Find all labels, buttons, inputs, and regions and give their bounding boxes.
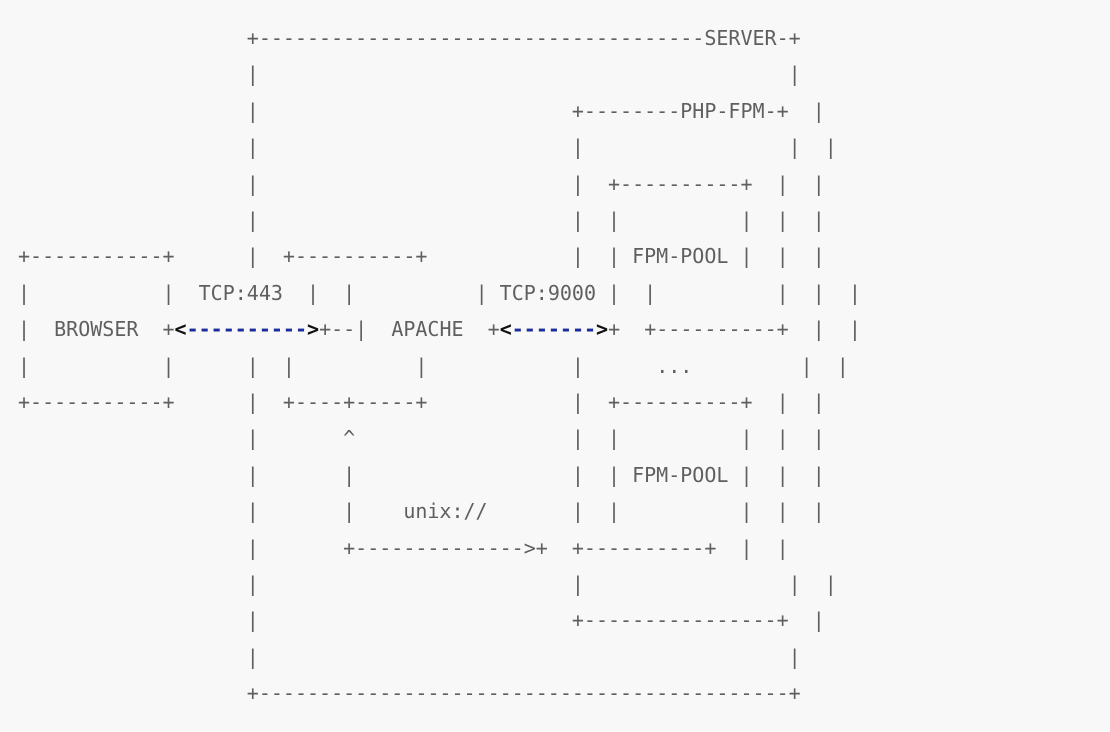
server-label: SERVER	[704, 26, 777, 50]
browser-box-bottom: +-----------+ | +----+-----+ | +--------…	[18, 390, 825, 414]
ellipsis-label: ...	[656, 353, 693, 378]
apache-label: APACHE	[391, 317, 464, 342]
php-fpm-box-top: | +--------PHP-FPM-+ |	[18, 98, 825, 123]
arrow-left-head-icon: <	[174, 317, 187, 342]
tcp-443-label: TCP:443	[198, 280, 283, 305]
server-box-top: +-------------------------------------SE…	[18, 26, 801, 50]
tcp-443-arrow-line: ----------	[186, 317, 308, 342]
arrow-right-head-icon: >	[307, 317, 320, 342]
fpm-pool-2-label: FPM-POOL	[632, 462, 729, 487]
php-fpm-box-bottom: | +----------------+ |	[18, 608, 825, 633]
arrow-right-head-icon: >	[596, 317, 609, 342]
unix-socket-label: unix://	[403, 499, 488, 524]
fpm-pool-1-top: | | +----------+ | |	[18, 171, 825, 196]
arrow-left-head-icon: <	[499, 317, 512, 342]
fpm-pool-1-label: FPM-POOL	[632, 244, 729, 269]
tcp-9000-arrow-line: -------	[511, 317, 597, 342]
server-box-bottom: +---------------------------------------…	[18, 681, 801, 706]
tcp-9000-label: TCP:9000	[499, 280, 596, 305]
php-fpm-label: PHP-FPM	[680, 98, 765, 123]
connection-row: | BROWSER +<---------->+--| APACHE +<---…	[18, 317, 861, 342]
architecture-diagram: +-------------------------------------SE…	[18, 20, 1098, 720]
unix-socket-arrow: | +-------------->+ +----------+ | |	[18, 535, 789, 560]
browser-label: BROWSER	[54, 317, 139, 342]
